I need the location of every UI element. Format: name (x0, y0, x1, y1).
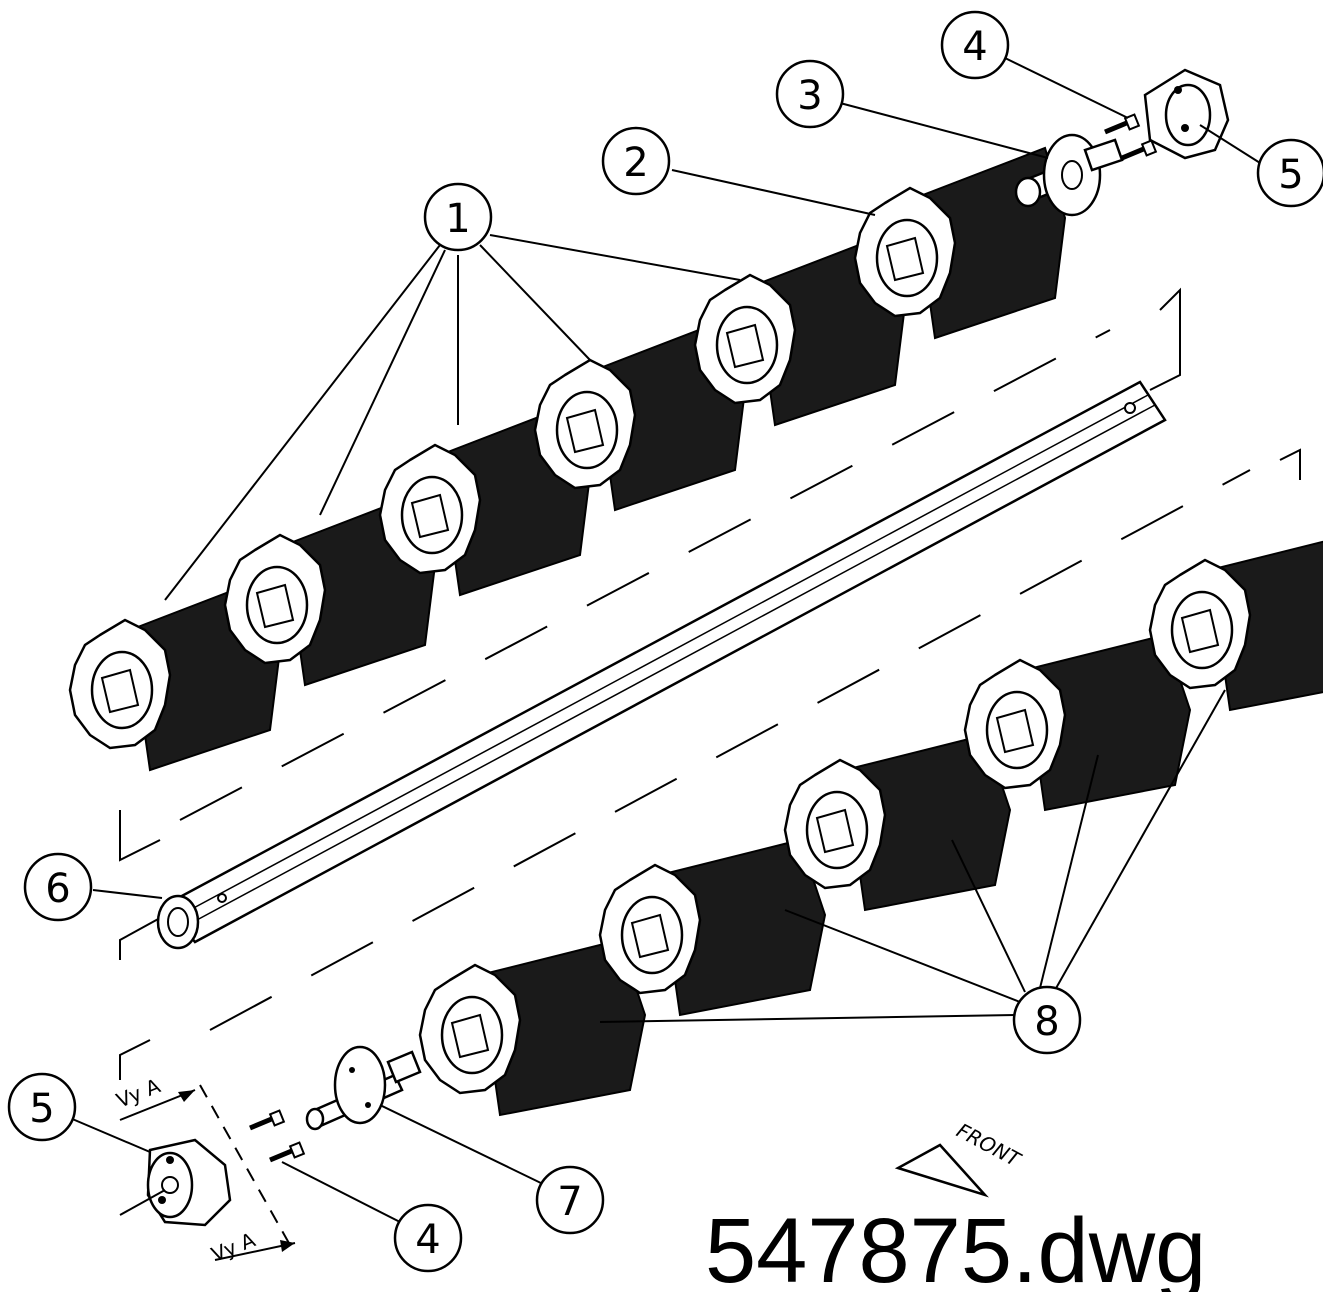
section-view-markers (119, 1084, 296, 1261)
file-name: 547875.dwg (705, 1200, 1206, 1292)
leader-lines (69, 57, 1269, 1223)
callout-4-top: 4 (940, 10, 1010, 80)
callout-7-label: 7 (557, 1179, 582, 1225)
callout-2: 2 (601, 126, 671, 196)
callout-5-top: 5 (1256, 138, 1323, 208)
callout-2-label: 2 (623, 140, 648, 186)
callout-1: 1 (423, 182, 493, 252)
callout-5-top-label: 5 (1278, 152, 1303, 198)
callout-8-label: 8 (1034, 999, 1059, 1045)
callout-3-label: 3 (797, 73, 822, 119)
callout-4-top-label: 4 (962, 24, 987, 70)
callout-8: 8 (1012, 985, 1082, 1055)
front-direction-arrow (894, 1143, 989, 1198)
end-hub-top (1143, 68, 1230, 160)
stub-shaft-top (1014, 133, 1124, 217)
callout-5-bottom-label: 5 (29, 1086, 54, 1132)
end-hub-bottom (119, 1138, 232, 1227)
brush-segments-upper (68, 146, 1067, 772)
shaft-part (156, 380, 1167, 950)
front-label: FRONT (953, 1118, 1026, 1172)
screws-bottom (250, 1111, 304, 1160)
callout-5-bottom: 5 (7, 1072, 77, 1142)
callout-4-bottom-label: 4 (415, 1217, 440, 1263)
callout-3: 3 (775, 59, 845, 129)
callout-1-label: 1 (445, 196, 470, 242)
callout-6: 6 (23, 852, 93, 922)
stub-shaft-bottom (305, 1045, 422, 1131)
axis-lines (119, 287, 1301, 1080)
callout-7: 7 (535, 1165, 605, 1235)
callout-6-label: 6 (45, 866, 70, 912)
callout-4-bottom: 4 (393, 1203, 463, 1273)
view-label-lower: Vy A (208, 1227, 259, 1266)
brush-segments-lower (418, 533, 1323, 1117)
